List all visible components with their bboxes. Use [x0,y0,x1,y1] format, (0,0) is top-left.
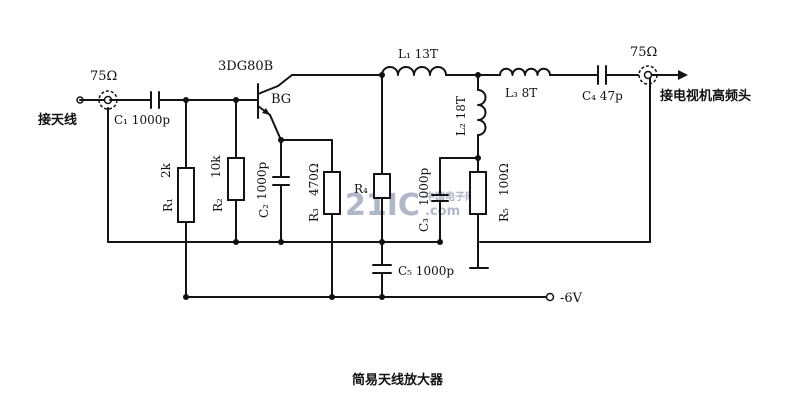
r3-value: 470Ω [307,163,321,196]
inductor-l1 [381,66,447,76]
output-label: 接电视机高频头 [660,88,751,104]
capacitor-c4 [597,65,607,85]
inductor-l2 [477,89,487,136]
r2-value: 10k [209,155,223,178]
capacitor-c2 [272,176,290,186]
capacitor-c3 [431,194,449,202]
l2-label: L₂ 18T [454,96,468,136]
c5-label: C₅ 1000p [398,264,454,278]
r3-ref: R₃ [307,208,321,222]
supply-terminal [545,292,555,302]
r5-value: 100Ω [497,163,511,196]
diagram-title: 简易天线放大器 [352,372,444,388]
resistor-r4 [373,173,391,199]
inductor-l3 [499,67,551,76]
r5-ref: R₅ [497,208,511,222]
c3-ref: C₃ [417,218,431,232]
resistor-r1 [177,167,195,223]
output-arrow-icon [678,70,688,80]
r1-value: 2k [159,162,173,178]
output-impedance: 75Ω [630,45,657,60]
transistor-model: 3DG80B [218,59,273,74]
l3-label: L₃ 8T [505,86,537,100]
antenna-label: 接天线 [38,112,77,128]
c4-label: C₄ 47p [582,89,623,103]
junction-dots [183,72,481,300]
capacitor-c5 [372,264,392,274]
resistor-r5 [469,171,487,215]
capacitor-c1 [150,91,160,109]
c3-value: 1000p [417,167,431,206]
supply-label: -6V [560,291,583,306]
r1-ref: R₁ [161,198,175,212]
antenna-connector [76,90,118,110]
l1-label: L₁ 13T [398,47,438,61]
transistor-ref: BG [271,92,291,107]
resistor-r2 [227,157,245,201]
resistor-r3 [323,171,341,215]
r2-ref: R₂ [211,198,225,212]
c2-value: 1000p [255,161,269,200]
watermark-domain: .com [425,204,460,219]
antenna-impedance: 75Ω [90,69,117,84]
r4-ref: R₄ [354,182,368,196]
transistor-bg [257,83,279,119]
c1-label: C₁ 1000p [114,113,170,127]
c2-ref: C₂ [257,204,271,218]
output-connector [638,65,688,85]
watermark-sub: 中国电子网 [425,190,475,203]
